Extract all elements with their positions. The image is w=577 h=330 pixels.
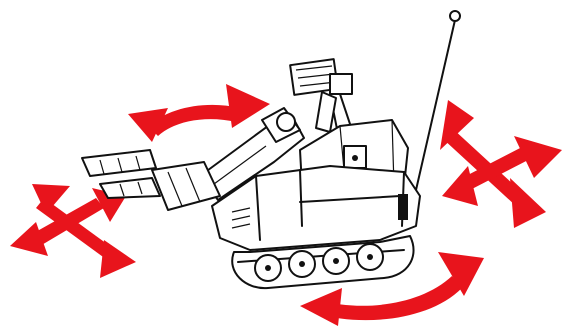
arrow-right-cross bbox=[440, 100, 562, 228]
robot-vehicle bbox=[82, 11, 460, 288]
camera-head bbox=[290, 59, 352, 134]
antenna bbox=[416, 11, 460, 190]
arrow-top-rotate bbox=[128, 84, 270, 142]
